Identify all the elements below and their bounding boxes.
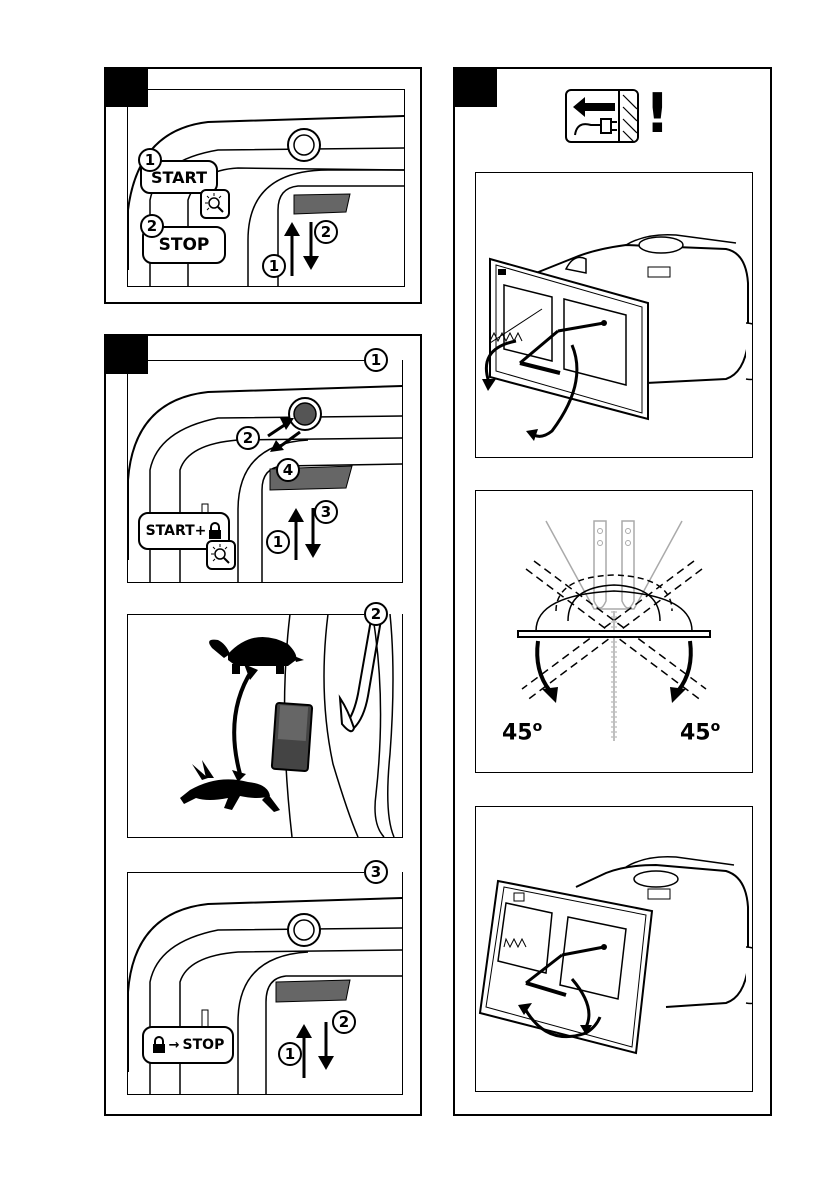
lock-stop-label-text: STOP <box>183 1037 225 1053</box>
angle-left-unit: o <box>533 719 543 735</box>
stop-label-text: STOP <box>159 235 210 255</box>
bulb-glyph <box>202 191 228 217</box>
angle-right-label: 45o <box>680 719 720 745</box>
plug-glyph <box>567 91 639 143</box>
panel-c: ! <box>453 67 772 1116</box>
panel-c-sub2: 45o 45o <box>475 490 753 773</box>
sub3-corner-number: 3 <box>364 860 388 884</box>
panel-c-sub3 <box>475 806 753 1092</box>
arrow-down-number: 3 <box>314 500 338 524</box>
frame-removal-drawing <box>476 173 752 457</box>
sub3-clip: → STOP 1 2 <box>128 872 402 1094</box>
step-number-2: 2 <box>236 426 260 450</box>
step-number-2: 2 <box>140 214 164 238</box>
angle-left-label: 45o <box>502 719 542 745</box>
bulb-glyph <box>208 542 234 568</box>
exclamation-mark: ! <box>645 81 670 147</box>
panel-c-sub1 <box>475 172 753 458</box>
arrow-up-number: 1 <box>262 254 286 278</box>
panel-b-sub1: START+ 2 4 1 3 <box>127 360 403 583</box>
light-bulb-icon <box>200 189 230 219</box>
panel-a-inner: START STOP 1 2 1 2 <box>127 89 405 287</box>
sub2-corner-number: 2 <box>364 602 388 626</box>
start-label-text: START <box>151 168 207 187</box>
padlock-icon <box>152 1036 166 1054</box>
angle-right-unit: o <box>711 719 721 735</box>
sub2-clip <box>128 614 402 837</box>
panel-b-sub2 <box>127 614 403 838</box>
arrow-up-number: 1 <box>266 530 290 554</box>
panel-b-sub3: → STOP 1 2 <box>127 872 403 1095</box>
arrow-right-icon: → <box>169 1038 180 1053</box>
sub1-corner-number: 1 <box>364 348 388 372</box>
panel-c-tag <box>453 67 497 107</box>
panel-b: START+ 2 4 1 3 1 <box>104 334 422 1116</box>
lock-stop-button-label: → STOP <box>142 1026 234 1064</box>
padlock-icon <box>208 522 222 540</box>
hare-icon <box>128 614 402 837</box>
angle-left-value: 45 <box>502 720 533 745</box>
arrow-down-number: 2 <box>332 1010 356 1034</box>
frame-refit-drawing <box>476 807 752 1091</box>
light-bulb-icon <box>206 540 236 570</box>
arrow-up-number: 1 <box>278 1042 302 1066</box>
angle-right-value: 45 <box>680 720 711 745</box>
panel-a: START STOP 1 2 1 2 <box>104 67 422 304</box>
sub1-clip: START+ 2 4 1 3 <box>128 360 402 582</box>
step-number-4: 4 <box>276 458 300 482</box>
step-number-1: 1 <box>138 148 162 172</box>
start-lock-label-text: START+ <box>146 523 207 539</box>
unplug-warning-icon <box>565 89 639 143</box>
arrow-down-number: 2 <box>314 220 338 244</box>
